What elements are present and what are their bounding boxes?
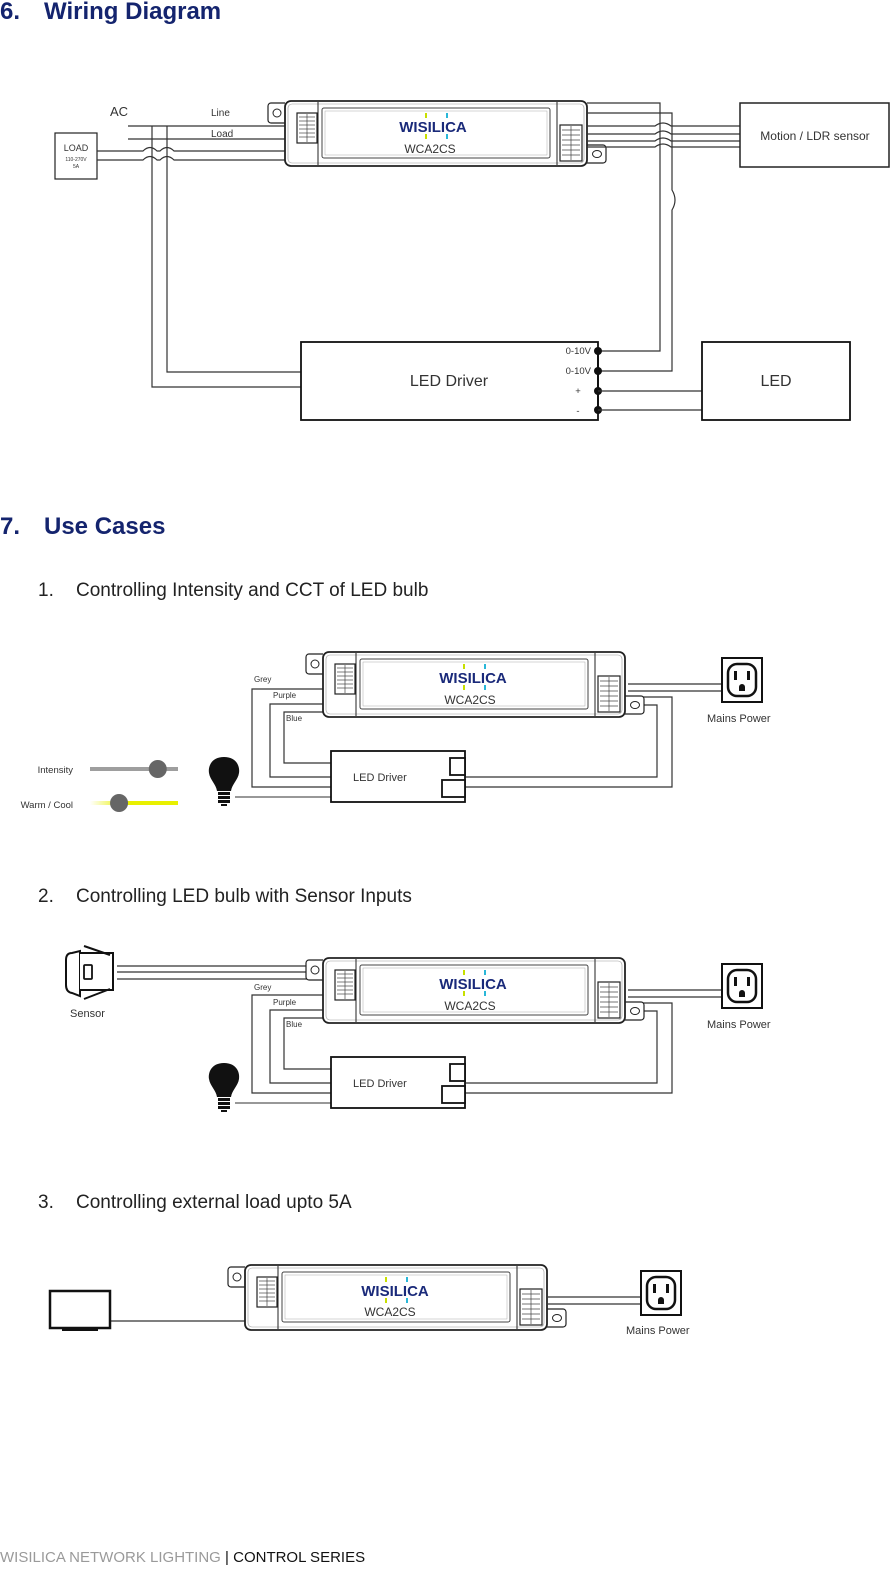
footer: WISILICA NETWORK LIGHTING | CONTROL SERI… <box>0 1549 365 1566</box>
module-model: WCA2CS <box>444 693 495 707</box>
footer-separator: | <box>225 1549 229 1566</box>
sensor-label: Sensor <box>70 1008 105 1020</box>
module-logo: WISILICA <box>399 119 467 136</box>
outlet-icon <box>720 656 764 704</box>
use-case-1-diagram: WISILICA WCA2CS Grey Purple Blue LED Dri… <box>21 651 771 812</box>
sensor-wires <box>587 102 740 372</box>
line-label: Line <box>211 108 230 119</box>
module-logo: WISILICA <box>361 1283 429 1300</box>
section-title: Wiring Diagram <box>44 0 222 25</box>
terminal-label: 0-10V <box>566 346 592 357</box>
footer-series: CONTROL SERIES <box>233 1549 366 1566</box>
led-label: LED <box>760 373 791 390</box>
list-number: 3. <box>38 1192 54 1213</box>
led-driver-box <box>300 341 599 421</box>
led-box <box>701 341 851 421</box>
load-voltage: 110-270V <box>65 157 87 163</box>
list-text: Controlling external load upto 5A <box>76 1192 352 1213</box>
warm-cool-slider-track[interactable] <box>90 801 178 805</box>
wire-label-blue: Blue <box>286 1020 303 1029</box>
load-current: 5A <box>73 164 80 170</box>
use-case-3-heading: 3. Controlling external load upto 5A <box>38 1192 352 1214</box>
load-box: LOAD 110-270V 5A <box>54 132 98 180</box>
module-model: WCA2CS <box>444 999 495 1013</box>
section-number: 7. <box>0 513 21 540</box>
use-case-1-heading: 1. Controlling Intensity and CCT of LED b… <box>38 580 428 602</box>
list-text: Controlling LED bulb with Sensor Inputs <box>76 886 412 907</box>
bulb-icon <box>208 1063 240 1112</box>
mains-power-label: Mains Power <box>707 1019 771 1031</box>
warm-cool-slider-handle[interactable] <box>110 794 129 812</box>
load-title: LOAD <box>64 143 89 153</box>
list-text: Controlling Intensity and CCT of LED bul… <box>76 580 429 601</box>
sensor-icon <box>65 945 114 1000</box>
module-logo: WISILICA <box>439 670 507 687</box>
led-driver-label: LED Driver <box>353 772 407 784</box>
intensity-slider-track[interactable] <box>90 767 178 771</box>
wire-label-grey: Grey <box>254 675 271 684</box>
wire-label-purple: Purple <box>273 998 297 1007</box>
ac-label: AC <box>110 104 128 119</box>
list-number: 1. <box>38 580 54 601</box>
use-case-2-heading: 2. Controlling LED bulb with Sensor Input… <box>38 886 412 908</box>
mains-power-label: Mains Power <box>707 713 771 725</box>
led-driver-label: LED Driver <box>410 373 489 390</box>
bulb-icon <box>208 757 240 806</box>
ac-wires <box>97 125 301 388</box>
driver-terminals: 0-10V 0-10V + - <box>566 346 602 417</box>
sensor-label: Motion / LDR sensor <box>760 129 869 143</box>
warm-cool-label: Warm / Cool <box>21 800 73 811</box>
footer-brand: WISILICA NETWORK LIGHTING <box>0 1549 221 1566</box>
wire-label-grey: Grey <box>254 983 271 992</box>
terminal-label: - <box>576 406 579 417</box>
section-title: Use Cases <box>44 513 166 540</box>
load-wire-label: Load <box>211 129 233 140</box>
use-case-3-diagram: WISILICA WCA2CS Mains Power <box>48 1264 690 1337</box>
list-number: 2. <box>38 886 54 907</box>
monitor-icon <box>48 1289 112 1331</box>
wire-label-blue: Blue <box>286 714 303 723</box>
outlet-icon <box>639 1269 683 1317</box>
module-model: WCA2CS <box>364 1305 415 1319</box>
mains-power-label: Mains Power <box>626 1325 690 1337</box>
intensity-label: Intensity <box>38 765 74 776</box>
use-case-2-diagram: Sensor WISILICA WCA2CS Grey Purple Blue … <box>65 945 771 1112</box>
intensity-slider-handle[interactable] <box>148 760 167 778</box>
section-title-use-cases: 7. Use Cases <box>0 513 165 541</box>
module-logo: WISILICA <box>439 976 507 993</box>
wire-label-purple: Purple <box>273 691 297 700</box>
section-title-wiring: 6. Wiring Diagram <box>0 0 221 26</box>
wiring-diagram: AC Line Load LOAD 110-270V 5A WISILICA W… <box>54 100 890 421</box>
section-number: 6. <box>0 0 21 25</box>
led-driver-label: LED Driver <box>353 1078 407 1090</box>
sensor-box <box>739 102 890 168</box>
module-model: WCA2CS <box>404 142 455 156</box>
terminal-label: + <box>575 386 581 397</box>
outlet-icon <box>720 962 764 1010</box>
terminal-label: 0-10V <box>566 366 592 377</box>
